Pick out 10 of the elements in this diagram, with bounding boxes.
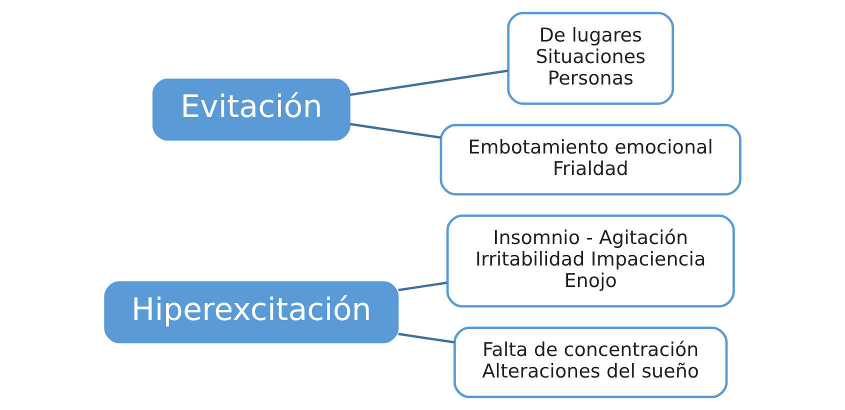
- node-box: De lugares Situaciones Personas: [507, 12, 674, 105]
- node-box: Hiperexcitación: [104, 281, 399, 344]
- node-box: Insomnio - Agitación Irritabilidad Impaciencia Enojo: [446, 214, 735, 308]
- connector: [350, 70, 508, 96]
- node-box: Falta de concentración Alteraciones del sueño: [454, 326, 728, 398]
- node-box: Evitación: [152, 78, 350, 141]
- connector: [398, 332, 455, 344]
- connector: [398, 282, 448, 292]
- connector: [350, 122, 441, 139]
- node-box: Embotamiento emocional Frialdad: [440, 124, 742, 196]
